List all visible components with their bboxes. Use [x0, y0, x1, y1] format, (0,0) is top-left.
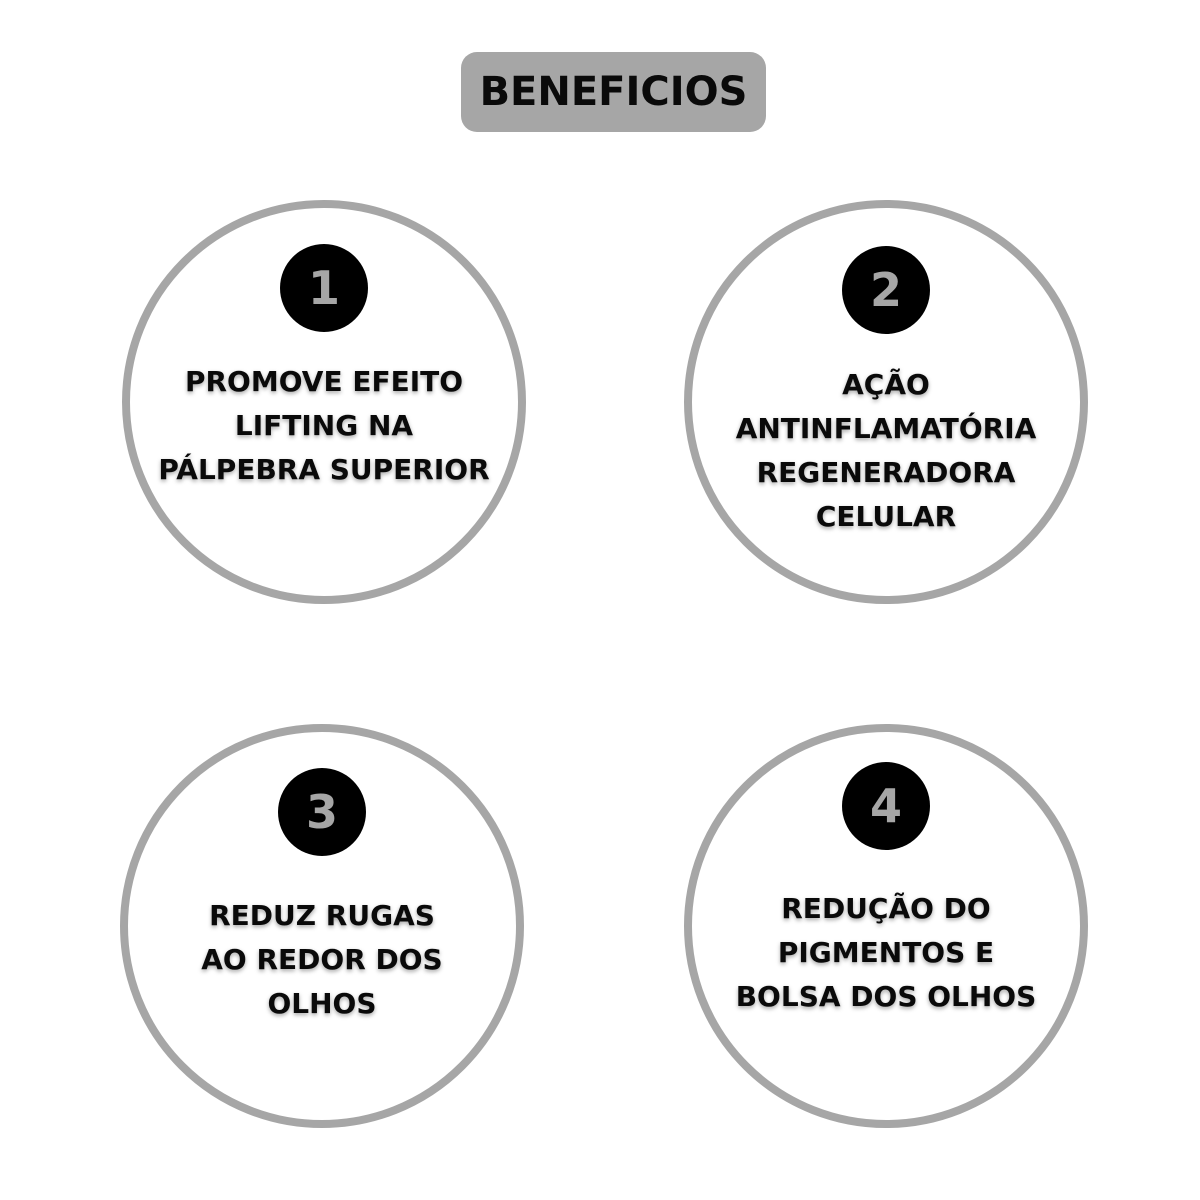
page-title: BENEFICIOS — [479, 69, 748, 115]
number-badge: 4 — [842, 762, 930, 850]
benefit-line: LIFTING NA — [234, 409, 414, 442]
badge-number: 4 — [869, 779, 902, 833]
badge-number: 2 — [869, 263, 902, 317]
benefit-line: OLHOS — [267, 987, 377, 1020]
benefit-text: REDUZ RUGAS AO REDOR DOS OLHOS — [128, 894, 516, 1026]
benefit-text: PROMOVE EFEITO LIFTING NA PÁLPEBRA SUPER… — [130, 360, 518, 492]
benefit-line: REGENERADORA — [756, 456, 1016, 489]
benefit-line: AO REDOR DOS — [201, 943, 443, 976]
benefit-line: BOLSA DOS OLHOS — [735, 980, 1037, 1013]
benefit-line: PÁLPEBRA SUPERIOR — [158, 453, 490, 486]
benefit-card-2: 2 AÇÃO ANTINFLAMATÓRIA REGENERADORA CELU… — [684, 200, 1088, 604]
benefit-card-4: 4 REDUÇÃO DO PIGMENTOS E BOLSA DOS OLHOS — [684, 724, 1088, 1128]
benefit-card-3: 3 REDUZ RUGAS AO REDOR DOS OLHOS — [120, 724, 524, 1128]
badge-number: 3 — [305, 785, 338, 839]
benefit-line: ANTINFLAMATÓRIA — [735, 412, 1037, 445]
number-badge: 2 — [842, 246, 930, 334]
benefit-line: PROMOVE EFEITO — [184, 365, 464, 398]
benefit-line: CELULAR — [815, 500, 957, 533]
benefit-line: REDUÇÃO DO — [781, 892, 991, 925]
benefit-line: REDUZ RUGAS — [209, 899, 435, 932]
benefit-line: PIGMENTOS E — [777, 936, 995, 969]
title-banner: BENEFICIOS — [461, 52, 766, 132]
benefit-card-1: 1 PROMOVE EFEITO LIFTING NA PÁLPEBRA SUP… — [122, 200, 526, 604]
benefit-text: REDUÇÃO DO PIGMENTOS E BOLSA DOS OLHOS — [692, 887, 1080, 1019]
benefit-text: AÇÃO ANTINFLAMATÓRIA REGENERADORA CELULA… — [692, 363, 1080, 539]
number-badge: 3 — [278, 768, 366, 856]
badge-number: 1 — [307, 261, 340, 315]
number-badge: 1 — [280, 244, 368, 332]
benefit-line: AÇÃO — [842, 368, 930, 401]
